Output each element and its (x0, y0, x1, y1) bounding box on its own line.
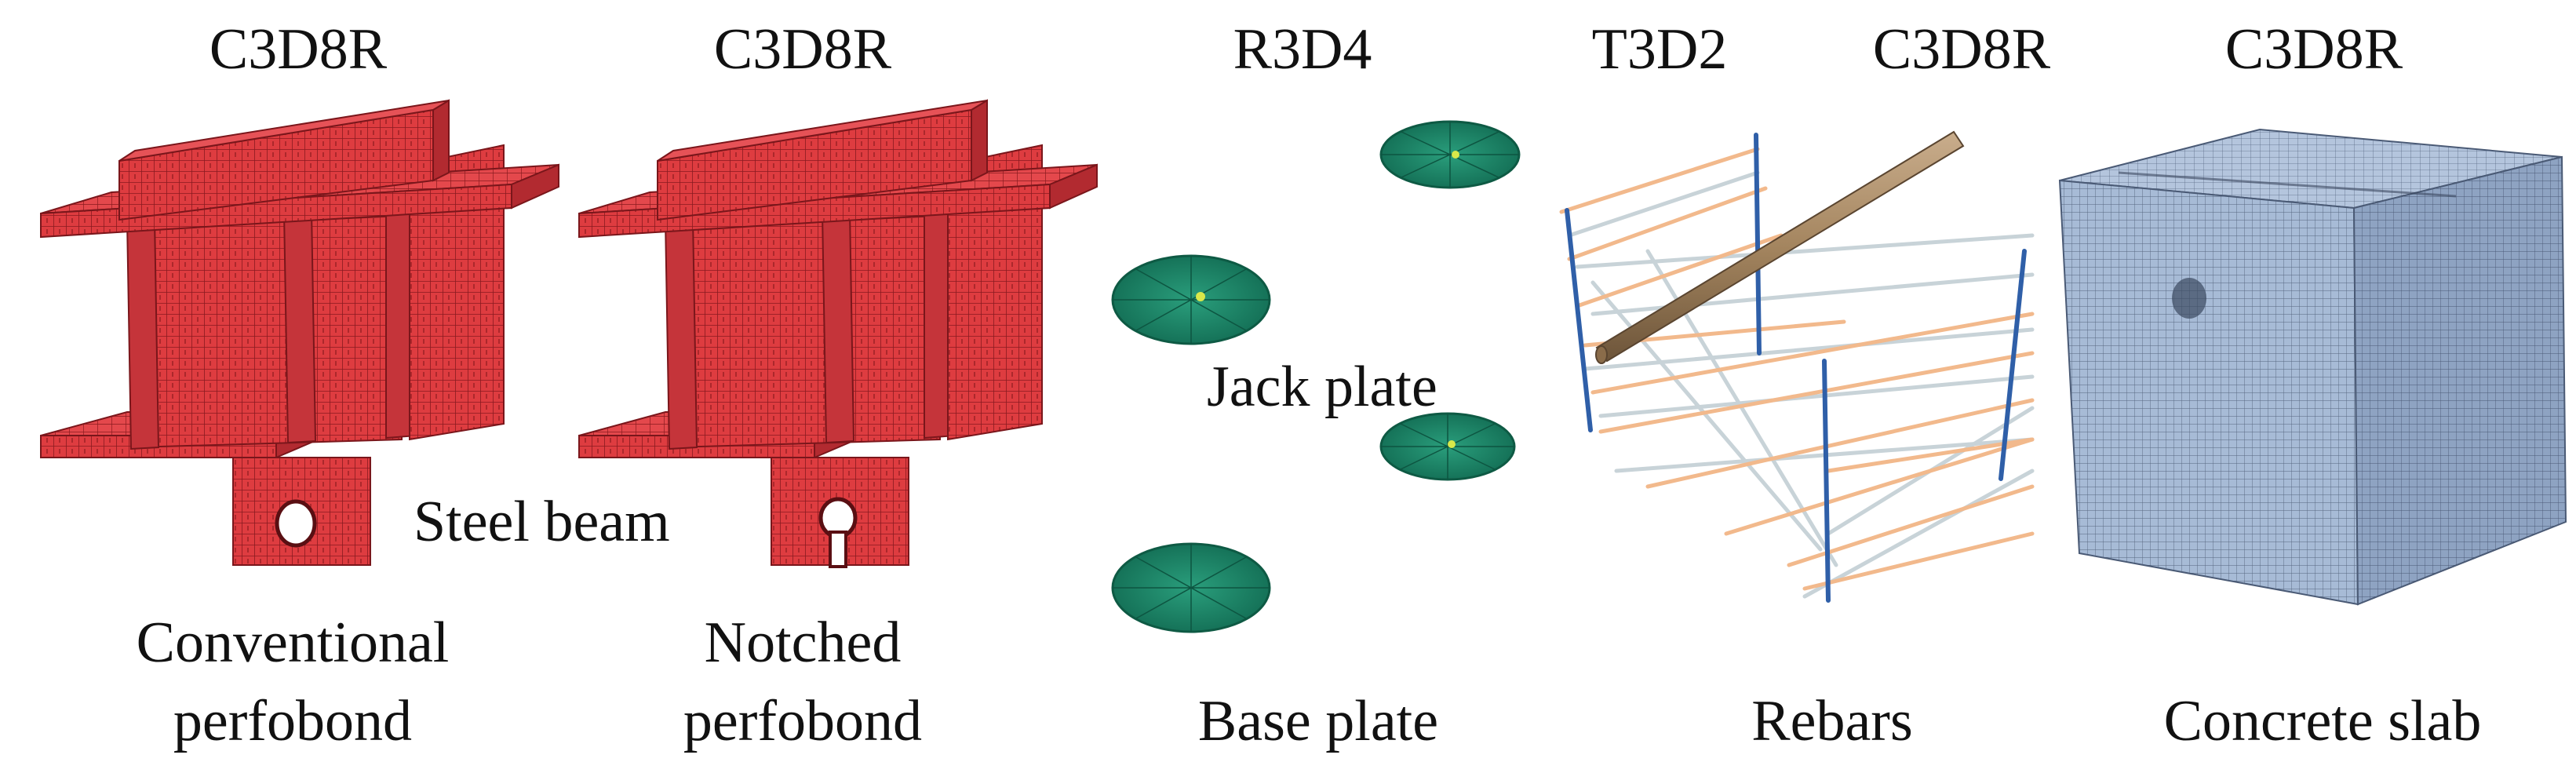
concrete-slab-model (2058, 128, 2567, 606)
notched-label-line2: perfobond (683, 689, 923, 753)
concrete-slab-label: Concrete slab (2163, 689, 2482, 753)
conventional-label-line1: Conventional (136, 611, 450, 675)
element-type-slab: C3D8R (2224, 17, 2403, 82)
notched-perfobond-model (578, 100, 1098, 568)
element-type-plates: R3D4 (1233, 17, 1372, 82)
element-type-rebar-dowel: C3D8R (1872, 17, 2051, 82)
rebar-cage (1559, 130, 2035, 603)
base-plate-left (1111, 254, 1271, 345)
rebars-label: Rebars (1751, 689, 1913, 753)
conventional-perfobond-model (40, 100, 559, 566)
jack-plate-bottom (1379, 412, 1516, 481)
element-type-conventional: C3D8R (209, 17, 388, 82)
notched-label-line1: Notched (704, 611, 902, 675)
jack-plate-label: Jack plate (1207, 355, 1437, 419)
steel-beam-label: Steel beam (414, 490, 670, 554)
element-type-rebar-bars: T3D2 (1591, 17, 1728, 82)
vertical-rebars (1565, 133, 2027, 603)
element-type-notched: C3D8R (713, 17, 892, 82)
dowel-bar (1595, 130, 1965, 364)
conventional-label-line2: perfobond (173, 689, 413, 753)
jack-plate-top (1379, 120, 1521, 189)
base-plate-label: Base plate (1197, 689, 1439, 753)
base-plate-bottom (1111, 542, 1271, 633)
